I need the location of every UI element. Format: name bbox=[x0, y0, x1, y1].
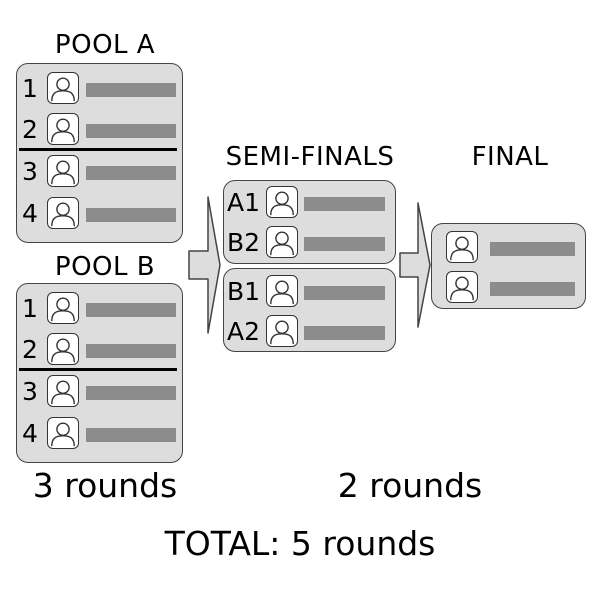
pool-row: 2 bbox=[17, 330, 182, 370]
final-row bbox=[432, 268, 585, 308]
pool-b-panel: 1 2 3 4 bbox=[16, 283, 183, 463]
person-icon bbox=[47, 113, 79, 145]
seed-number: 1 bbox=[22, 74, 38, 103]
player-name-bar bbox=[490, 242, 575, 256]
player-name-bar bbox=[86, 344, 176, 358]
semi-finals-title: SEMI-FINALS bbox=[225, 142, 395, 172]
seed-number: 3 bbox=[22, 377, 38, 406]
person-icon bbox=[266, 226, 298, 258]
person-icon bbox=[266, 315, 298, 347]
qualification-divider bbox=[19, 368, 177, 371]
pool-row: 1 bbox=[17, 289, 182, 329]
person-icon bbox=[47, 72, 79, 104]
person-icon bbox=[47, 417, 79, 449]
semi-final-match-2: B1 A2 bbox=[223, 268, 396, 352]
player-name-bar bbox=[304, 326, 385, 340]
semi-final-row: A2 bbox=[224, 312, 395, 352]
pool-a-panel: 1 2 3 4 bbox=[16, 63, 183, 243]
person-icon bbox=[266, 186, 298, 218]
seed-number: 2 bbox=[22, 115, 38, 144]
person-icon bbox=[446, 231, 478, 263]
player-name-bar bbox=[86, 386, 176, 400]
person-icon bbox=[446, 271, 478, 303]
seed-label: A1 bbox=[227, 188, 261, 217]
player-name-bar bbox=[304, 237, 385, 251]
player-name-bar bbox=[490, 282, 575, 296]
final-match bbox=[431, 223, 586, 309]
pool-row: 3 bbox=[17, 152, 182, 192]
player-name-bar bbox=[304, 197, 385, 211]
pool-row: 3 bbox=[17, 372, 182, 412]
semis-to-final-arrow-icon bbox=[399, 202, 431, 328]
seed-label: A2 bbox=[227, 317, 261, 346]
seed-number: 1 bbox=[22, 294, 38, 323]
player-name-bar bbox=[86, 124, 176, 138]
player-name-bar bbox=[86, 166, 176, 180]
knockout-rounds-label: 2 rounds bbox=[337, 466, 483, 505]
person-icon bbox=[47, 292, 79, 324]
pool-rounds-label: 3 rounds bbox=[32, 466, 178, 505]
semi-final-row: A1 bbox=[224, 183, 395, 223]
pools-to-semis-arrow-icon bbox=[188, 196, 221, 334]
final-title: FINAL bbox=[471, 142, 549, 172]
person-icon bbox=[266, 275, 298, 307]
player-name-bar bbox=[86, 83, 176, 97]
seed-number: 4 bbox=[22, 199, 38, 228]
semi-final-match-1: A1 B2 bbox=[223, 180, 396, 264]
seed-number: 4 bbox=[22, 419, 38, 448]
total-rounds-label: TOTAL: 5 rounds bbox=[164, 524, 436, 563]
semi-final-row: B1 bbox=[224, 272, 395, 312]
person-icon bbox=[47, 155, 79, 187]
seed-label: B1 bbox=[227, 277, 261, 306]
person-icon bbox=[47, 197, 79, 229]
pool-a-title: POOL A bbox=[54, 30, 156, 60]
pool-b-title: POOL B bbox=[54, 252, 156, 282]
pool-row: 4 bbox=[17, 414, 182, 454]
qualification-divider bbox=[19, 148, 177, 151]
final-row bbox=[432, 228, 585, 268]
player-name-bar bbox=[86, 208, 176, 222]
player-name-bar bbox=[304, 286, 385, 300]
player-name-bar bbox=[86, 303, 176, 317]
seed-label: B2 bbox=[227, 228, 261, 257]
semi-final-row: B2 bbox=[224, 223, 395, 263]
pool-row: 2 bbox=[17, 110, 182, 150]
pool-row: 1 bbox=[17, 69, 182, 109]
seed-number: 3 bbox=[22, 157, 38, 186]
person-icon bbox=[47, 333, 79, 365]
seed-number: 2 bbox=[22, 335, 38, 364]
pool-row: 4 bbox=[17, 194, 182, 234]
person-icon bbox=[47, 375, 79, 407]
player-name-bar bbox=[86, 428, 176, 442]
